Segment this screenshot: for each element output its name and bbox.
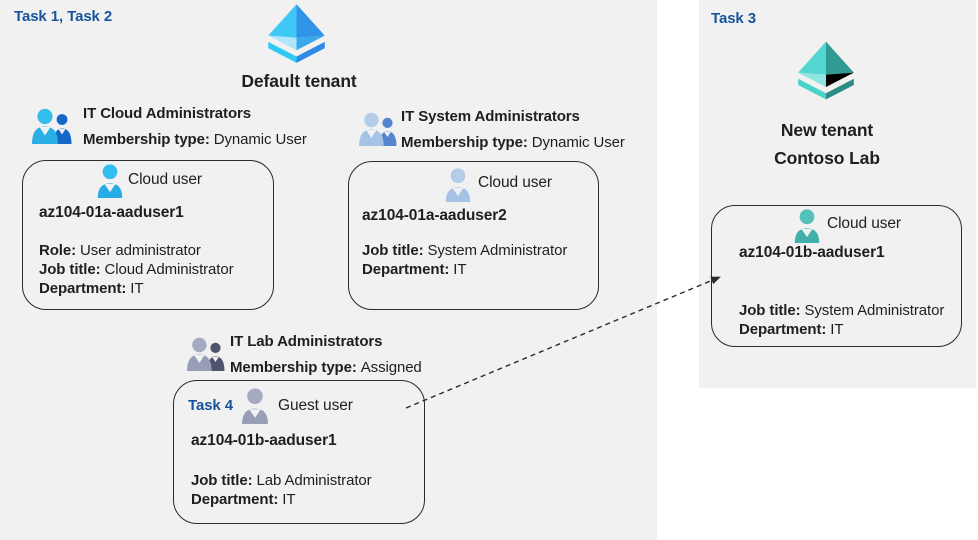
field-line: Job title:System Administrator (362, 241, 567, 260)
field-line: Job title:Lab Administrator (191, 471, 372, 490)
field-label: Department: (739, 321, 827, 338)
task-3-label: Task 3 (711, 10, 756, 27)
task-1-2-label: Task 1, Task 2 (14, 8, 113, 25)
user-fields: Role:User administrator Job title:Cloud … (39, 241, 234, 298)
new-tenant-title-line1: New tenant (780, 120, 874, 140)
field-line: Department:IT (362, 260, 567, 279)
person-icon (444, 167, 472, 202)
field-value: IT (130, 280, 144, 297)
user-card-az104-01a-aaduser1: Cloud user az104-01a-aaduser1 Role:User … (22, 160, 274, 310)
user-group-icon (186, 336, 226, 372)
new-tenant-title-line2: Contoso Lab (774, 148, 880, 168)
field-value: Cloud Administrator (104, 261, 234, 278)
group-title: IT Cloud Administrators (83, 105, 251, 122)
user-card-az104-01a-aaduser2: Cloud user az104-01a-aaduser2 Job title:… (348, 161, 599, 310)
field-label: Role: (39, 242, 77, 259)
membership-type-value: Assigned (360, 359, 422, 376)
user-fields: Job title:System Administrator Departmen… (739, 301, 944, 339)
user-group-icon (358, 111, 398, 147)
group-membership: Membership type:Dynamic User (401, 134, 625, 151)
field-value: System Administrator (427, 242, 568, 259)
membership-type-label: Membership type: (230, 359, 357, 376)
user-name: az104-01b-aaduser1 (191, 432, 337, 449)
field-value: System Administrator (804, 302, 945, 319)
field-value: IT (453, 261, 467, 278)
field-label: Department: (39, 280, 127, 297)
field-label: Job title: (191, 472, 253, 489)
field-line: Department:IT (191, 490, 372, 509)
field-label: Job title: (39, 261, 101, 278)
user-name: az104-01b-aaduser1 (739, 244, 885, 261)
default-tenant-title: Default tenant (241, 71, 357, 91)
field-line: Department:IT (739, 320, 944, 339)
person-icon (793, 208, 821, 243)
field-line: Role:User administrator (39, 241, 234, 260)
field-line: Job title:Cloud Administrator (39, 260, 234, 279)
person-icon (240, 387, 270, 424)
user-fields: Job title:Lab Administrator Department:I… (191, 471, 372, 509)
person-icon (96, 163, 124, 198)
azure-tenant-diamond-icon-teal (793, 40, 859, 100)
task-4-label: Task 4 (188, 397, 233, 414)
membership-type-label: Membership type: (401, 134, 528, 151)
user-group-icon (31, 107, 73, 145)
user-type-label: Cloud user (478, 174, 552, 191)
field-label: Department: (191, 491, 279, 508)
user-type-label: Guest user (278, 397, 353, 414)
group-title: IT Lab Administrators (230, 333, 383, 350)
membership-type-value: Dynamic User (213, 131, 307, 148)
guest-user-card-az104-01b-aaduser1: Task 4 Guest user az104-01b-aaduser1 Job… (173, 380, 425, 524)
field-value: User administrator (80, 242, 201, 259)
field-label: Job title: (362, 242, 424, 259)
user-name: az104-01a-aaduser1 (39, 204, 184, 221)
group-membership: Membership type:Dynamic User (83, 131, 307, 148)
user-name: az104-01a-aaduser2 (362, 207, 507, 224)
group-membership: Membership type:Assigned (230, 359, 422, 376)
field-label: Job title: (739, 302, 801, 319)
default-tenant-panel (0, 0, 657, 540)
field-line: Job title:System Administrator (739, 301, 944, 320)
user-fields: Job title:System Administrator Departmen… (362, 241, 567, 279)
user-card-az104-01b-aaduser1-new-tenant: Cloud user az104-01b-aaduser1 Job title:… (711, 205, 962, 347)
user-type-label: Cloud user (827, 215, 901, 232)
group-title: IT System Administrators (401, 108, 580, 125)
azure-tenant-diamond-icon (263, 3, 330, 63)
field-line: Department:IT (39, 279, 234, 298)
membership-type-value: Dynamic User (531, 134, 625, 151)
field-label: Department: (362, 261, 450, 278)
field-value: IT (830, 321, 844, 338)
membership-type-label: Membership type: (83, 131, 210, 148)
field-value: IT (282, 491, 296, 508)
user-type-label: Cloud user (128, 171, 202, 188)
field-value: Lab Administrator (256, 472, 372, 489)
